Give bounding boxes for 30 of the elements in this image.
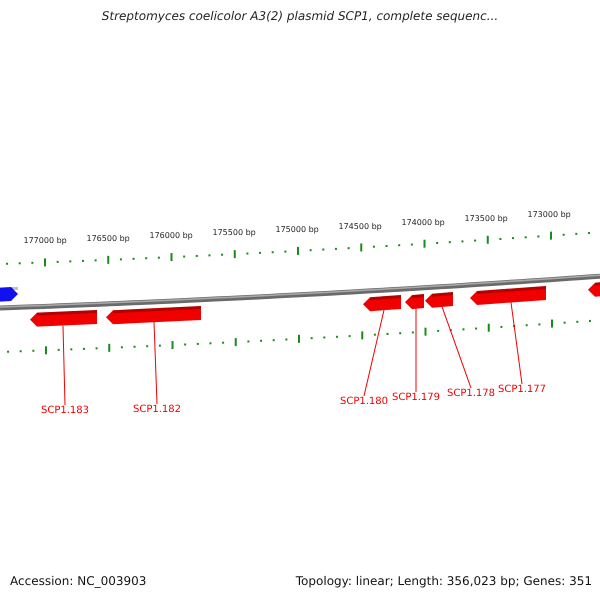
gene-label: SCP1.178 [447, 388, 495, 399]
tick-label: 175000 bp [276, 224, 319, 234]
tick-label: 174000 bp [402, 218, 445, 227]
gene-feature [425, 292, 453, 308]
gene-feature [363, 295, 401, 312]
gene-label: SCP1.179 [392, 392, 440, 403]
gene-label: SCP1.182 [133, 404, 181, 415]
leader-line [442, 306, 472, 388]
gene-feature [470, 286, 546, 305]
gene-feature [106, 306, 201, 324]
footer-text: Accession: NC_003903 [10, 574, 146, 588]
gene-feature [0, 287, 18, 302]
leader-line [364, 310, 384, 396]
gene-label: SCP1.180 [340, 396, 388, 407]
tick-label: 175500 bp [212, 228, 256, 238]
tick-label: 177000 bp [24, 236, 67, 246]
tick-label: 173500 bp [464, 214, 508, 223]
footer-text: Topology: linear; Length: 356,023 bp; Genes: 351 [296, 574, 592, 588]
leader-line [62, 325, 66, 406]
tick-label: 176000 bp [150, 231, 193, 240]
tick-label: 174500 bp [338, 222, 382, 230]
title: Streptomyces coelicolor A3(2) plasmid SCP1, complete sequenc... [100, 9, 500, 23]
gene-feature [30, 310, 97, 327]
tick-label: 173000 bp [528, 210, 571, 219]
gene-label: SCP1.183 [41, 405, 89, 416]
leader-line [154, 321, 158, 404]
gene-feature [405, 294, 424, 309]
gene-label: SCP1.177 [498, 384, 546, 395]
leader-line [510, 302, 522, 384]
tick-label: 176500 bp [86, 234, 130, 243]
